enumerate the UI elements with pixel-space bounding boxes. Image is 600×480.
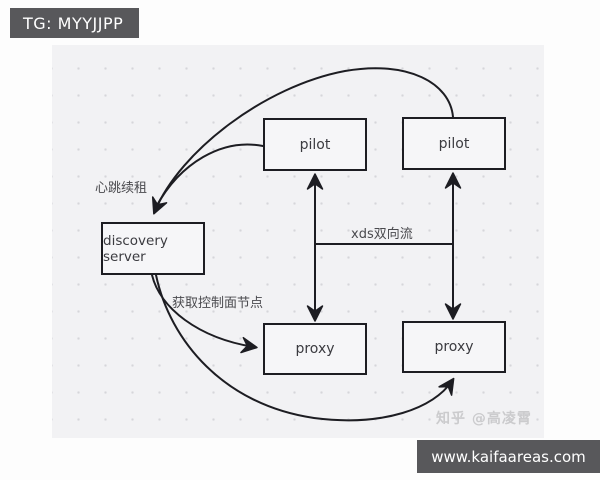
edge-heartbeat-right	[151, 67, 454, 215]
edge-label-get-control-plane-nodes: 获取控制面节点	[172, 296, 264, 311]
node-pilot-left-label: pilot	[299, 136, 331, 153]
diagram-edges	[151, 67, 462, 422]
tg-watermark-label: TG: MYYJJPP	[23, 13, 124, 33]
zhihu-author-watermark: 知乎 @高凌霄	[436, 411, 532, 427]
node-pilot-right-label: pilot	[438, 135, 470, 152]
node-discovery-server-label: discovery server	[103, 232, 168, 265]
edge-label-heartbeat: 心跳续租	[95, 181, 148, 196]
edge-getnodes-right	[155, 274, 455, 422]
node-proxy-left-label: proxy	[295, 341, 335, 357]
edge-heartbeat-left	[155, 143, 264, 208]
node-pilot-right: pilot	[402, 117, 506, 170]
site-watermark-label: www.kaifaareas.com	[431, 447, 586, 466]
node-discovery-server: discovery server	[101, 222, 205, 275]
site-watermark-badge: www.kaifaareas.com	[417, 440, 600, 473]
node-proxy-right-label: proxy	[434, 339, 474, 355]
node-proxy-right: proxy	[402, 321, 506, 373]
node-pilot-left: pilot	[263, 118, 367, 171]
edge-label-xds-bidirectional-stream: xds双向流	[351, 227, 413, 242]
diagram-canvas: pilot pilot discovery server proxy proxy…	[52, 45, 544, 438]
edge-getnodes-left	[151, 274, 258, 354]
node-proxy-left: proxy	[263, 323, 367, 375]
tg-watermark-badge: TG: MYYJJPP	[10, 8, 139, 38]
